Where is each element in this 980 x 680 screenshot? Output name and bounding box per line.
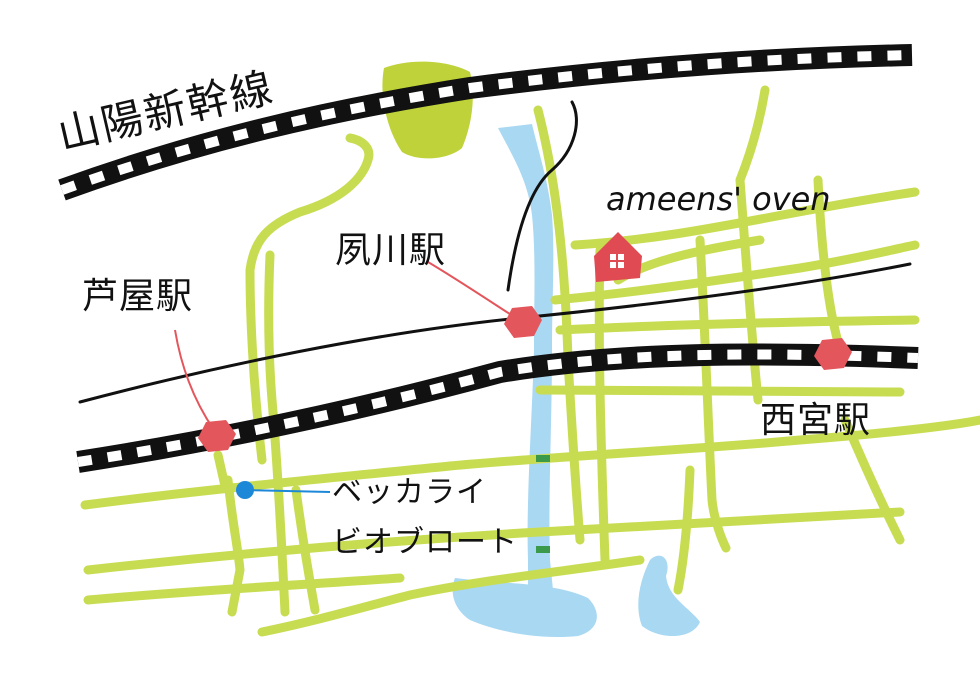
road: [735, 85, 770, 405]
house-icon: [594, 232, 642, 282]
road: [223, 475, 245, 617]
station-label-nishinomiya: 西宮駅: [760, 400, 871, 441]
leader-lines: [174, 261, 517, 431]
shinkansen-track-dashes: [60, 50, 913, 195]
leader-ashiya: [174, 329, 215, 431]
road: [83, 507, 905, 575]
shinkansen-line: [58, 44, 913, 201]
water-layer: [452, 124, 700, 638]
road: [695, 235, 731, 553]
road: [257, 555, 645, 637]
road: [594, 245, 610, 565]
station-marker-icon: [504, 306, 542, 338]
station-markers: [198, 306, 852, 452]
station-marker-icon: [814, 338, 852, 370]
pin-dot-icon: [236, 481, 254, 499]
destination-label: ameens' oven: [606, 180, 831, 218]
river-crossings: [536, 455, 550, 553]
road: [673, 465, 695, 595]
station-label-shukugawa: 夙川駅: [335, 230, 446, 271]
road: [213, 450, 230, 491]
road: [840, 415, 905, 545]
station-label-ashiya: 芦屋駅: [82, 276, 193, 317]
bay-west: [452, 578, 597, 638]
road: [291, 485, 320, 615]
bakery-label-line1: ベッカライ: [332, 475, 487, 510]
main-railway-dashes: [77, 349, 919, 467]
leader-shukugawa: [427, 261, 517, 319]
road: [555, 315, 920, 335]
bakery-label-line2: ビオブロート: [332, 525, 518, 560]
station-marker-icon: [198, 420, 236, 452]
river: [498, 124, 554, 600]
bay-east: [638, 555, 700, 637]
road: [550, 240, 920, 305]
leader-bakery: [245, 489, 331, 493]
road: [535, 385, 905, 397]
road: [83, 573, 405, 605]
railway-branch: [506, 100, 578, 292]
